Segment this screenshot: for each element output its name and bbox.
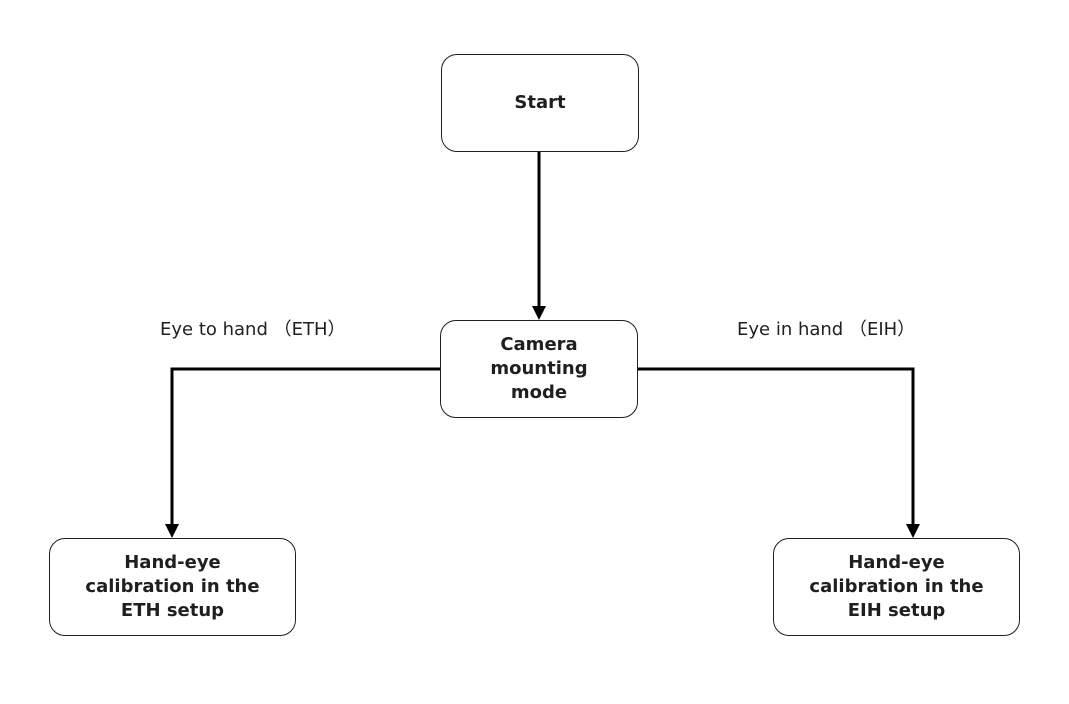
eth-calibration-label: Hand-eye calibration in the ETH setup [85, 552, 260, 621]
eye-in-hand-edge-label: Eye in hand （EIH） [737, 319, 916, 340]
eih-calibration-node: Hand-eye calibration in the EIH setup [773, 538, 1020, 636]
eye-to-hand-edge-label: Eye to hand （ETH） [160, 319, 346, 340]
camera-mounting-mode-node: Camera mounting mode [440, 320, 638, 418]
arrow-mount-to-eih [638, 367, 920, 538]
eth-calibration-node: Hand-eye calibration in the ETH setup [49, 538, 296, 636]
eih-calibration-label: Hand-eye calibration in the EIH setup [809, 552, 984, 621]
camera-mounting-mode-label: Camera mounting mode [490, 334, 588, 403]
start-node-label: Start [514, 92, 566, 113]
arrow-mount-to-eth [165, 367, 440, 538]
start-node: Start [441, 54, 639, 152]
arrow-start-to-mount [532, 152, 546, 320]
